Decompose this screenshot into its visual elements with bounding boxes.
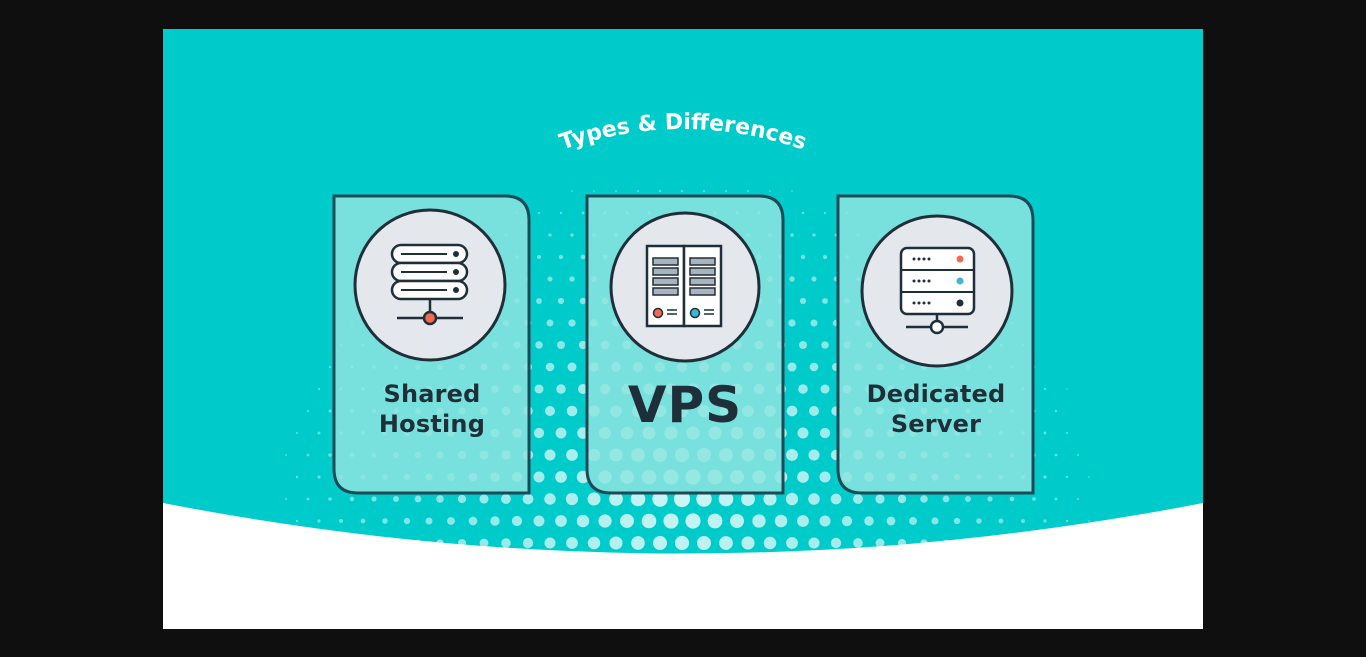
label-dedicated-server: Dedicated Server <box>838 379 1034 439</box>
label-vps: VPS <box>587 377 783 433</box>
label-shared-hosting-line2: Hosting <box>378 410 486 438</box>
curved-title: Types & Differences <box>556 110 809 156</box>
dedicated-server-icon <box>860 214 1014 368</box>
label-dedicated-server-line1: Dedicated <box>866 380 1006 408</box>
white-curved-footer <box>163 503 1203 629</box>
card-dedicated-server <box>836 194 1035 495</box>
server-rack-icon <box>609 211 761 363</box>
banner-artwork: Types & Differences <box>163 110 1203 629</box>
card-shared-hosting <box>332 194 531 495</box>
label-shared-hosting: Shared Hosting <box>334 379 530 439</box>
label-shared-hosting-line1: Shared <box>383 380 481 408</box>
label-vps-text: VPS <box>627 376 743 434</box>
card-vps <box>585 194 785 495</box>
hosting-types-banner: Types & Differences <box>163 29 1203 629</box>
label-dedicated-server-line2: Server <box>890 410 982 438</box>
stacked-server-icon <box>353 208 507 362</box>
